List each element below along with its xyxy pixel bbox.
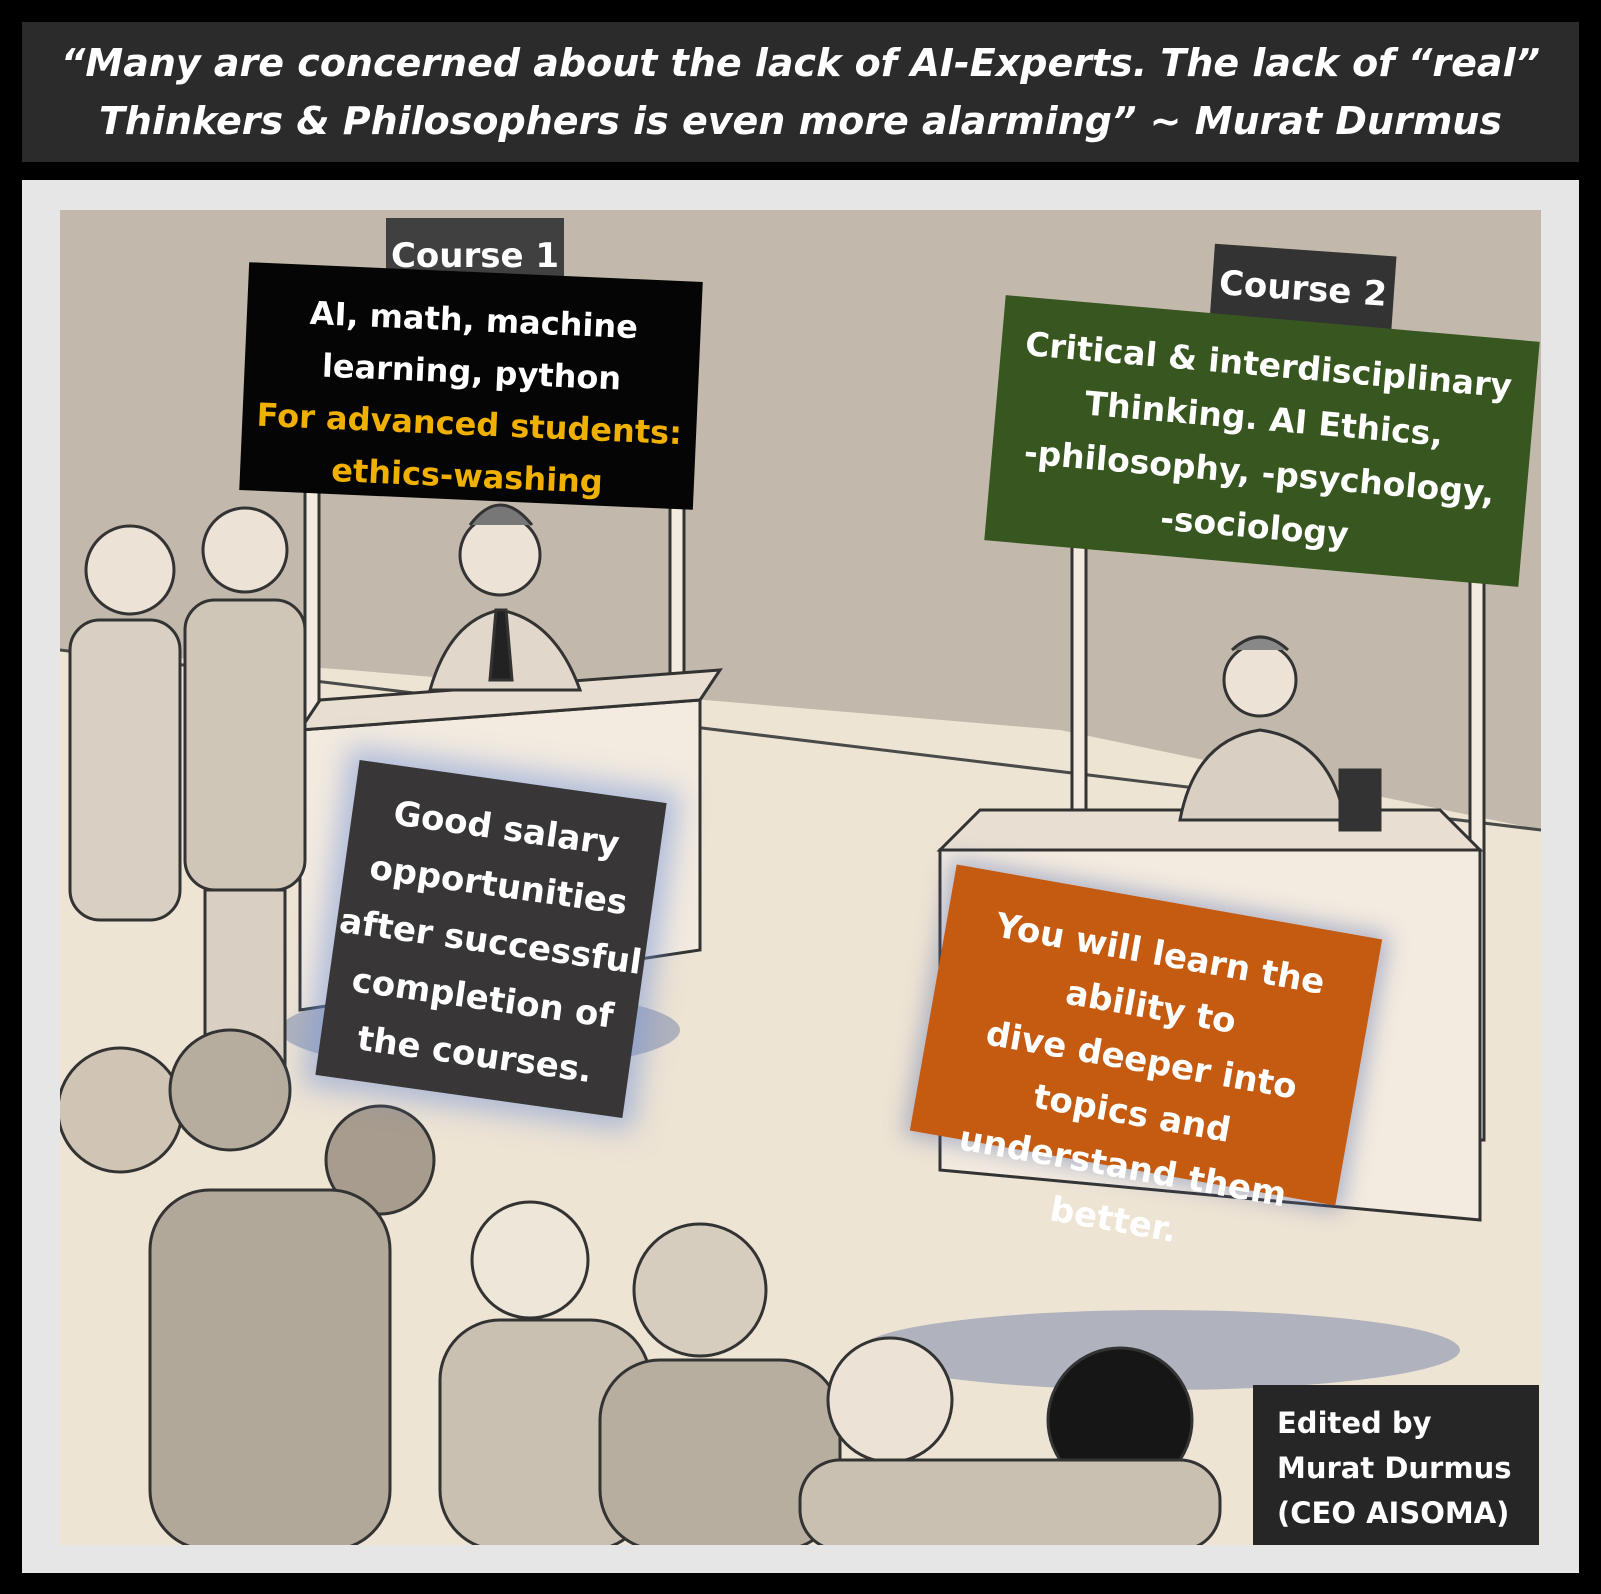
quote-text: “Many are concerned about the lack of AI… [51,34,1551,150]
credit-line-3: (CEO AISOMA) [1277,1496,1510,1530]
quote-line-2: Thinkers & Philosophers is even more ala… [99,99,1502,143]
credit-box: Edited by Murat Durmus (CEO AISOMA) [1253,1385,1539,1545]
quote-line-1: “Many are concerned about the lack of AI… [60,41,1541,85]
crowd-icon [60,506,1222,1545]
quote-banner: “Many are concerned about the lack of AI… [22,22,1579,162]
credit-line-2: Murat Durmus [1277,1451,1512,1485]
course-1-sign: AI, math, machine learning, python For a… [239,262,703,510]
course-2-sign: Critical & interdisciplinary Thinking. A… [984,295,1540,587]
salary-sign: Good salary opportunities after successf… [315,759,667,1119]
credit-line-1: Edited by [1277,1406,1432,1440]
